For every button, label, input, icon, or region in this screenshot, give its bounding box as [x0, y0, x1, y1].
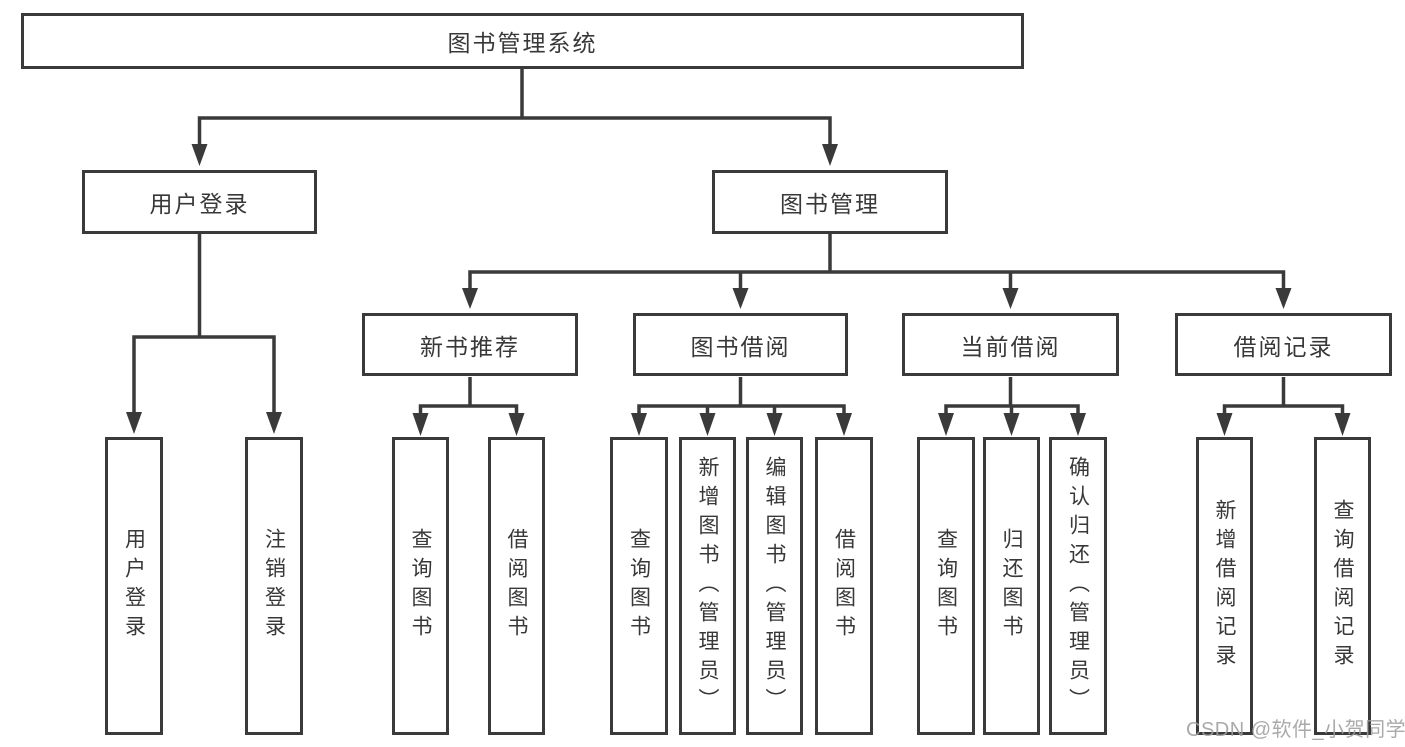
node-book-mgmt: 图书管理 [712, 170, 948, 234]
node-book-borrow-label: 图书借阅 [690, 333, 791, 360]
connector-line [418, 404, 519, 414]
connector-book-mgmt-children [462, 234, 1292, 309]
arrowhead [1003, 413, 1020, 436]
node-query-books-current: 查询图书 [917, 437, 975, 735]
arrowhead [462, 288, 478, 309]
connector-line [132, 335, 276, 414]
arrowhead [766, 413, 783, 436]
arrowhead [822, 144, 838, 166]
connector-line [197, 116, 832, 146]
node-book-borrow: 图书借阅 [633, 313, 848, 376]
arrowhead [631, 413, 647, 436]
node-root-label: 图书管理系统 [447, 30, 598, 56]
arrowhead [126, 412, 142, 434]
node-add-borrow-record-label: 新增借阅记录 [1213, 499, 1236, 673]
node-borrow-books-label: 借阅图书 [832, 528, 856, 644]
connector-new-book-children [412, 377, 525, 436]
node-new-book-rec-label: 新书推荐 [420, 333, 520, 360]
arrowhead [1070, 413, 1086, 436]
node-borrow-books-rec: 借阅图书 [488, 437, 545, 735]
node-query-books-rec-label: 查询图书 [409, 528, 432, 644]
node-query-books-borrow-label: 查询图书 [627, 528, 651, 644]
arrowhead [191, 144, 208, 166]
arrowhead [1216, 413, 1233, 436]
connector-book-borrow-children [631, 377, 852, 436]
node-user-login-label: 用户登录 [149, 191, 250, 217]
connector-root-to-level2 [191, 69, 838, 166]
node-query-borrow-record-label: 查询借阅记录 [1331, 499, 1354, 673]
node-root: 图书管理系统 [21, 13, 1024, 69]
connector-borrow-records-children [1216, 377, 1351, 436]
node-query-borrow-record: 查询借阅记录 [1314, 437, 1371, 735]
node-borrow-records: 借阅记录 [1175, 313, 1392, 376]
arrowhead [266, 412, 282, 434]
node-new-book-rec: 新书推荐 [362, 313, 578, 376]
node-current-borrow: 当前借阅 [902, 313, 1119, 376]
csdn-watermark: CSDN @软件_小贺同学 [1186, 719, 1405, 741]
node-edit-book-admin-label: 编辑图书（管理员） [763, 455, 786, 717]
arrowhead [732, 288, 749, 309]
connector-line [637, 404, 846, 414]
node-login: 用户登录 [105, 437, 163, 735]
node-return-book: 归还图书 [983, 437, 1040, 735]
arrowhead [1334, 413, 1351, 436]
node-logout-label: 注销登录 [262, 528, 286, 644]
node-confirm-return-admin: 确认归还（管理员） [1049, 437, 1107, 735]
arrowhead [508, 413, 525, 436]
node-query-books-borrow: 查询图书 [610, 437, 668, 735]
node-book-mgmt-label: 图书管理 [780, 191, 880, 217]
node-add-book-admin-label: 新增图书（管理员） [696, 455, 719, 717]
node-query-books-current-label: 查询图书 [934, 528, 958, 644]
node-return-book-label: 归还图书 [1000, 528, 1023, 644]
connector-line [468, 270, 1286, 290]
node-user-login: 用户登录 [82, 170, 317, 234]
arrowhead [938, 413, 954, 436]
node-borrow-books: 借阅图书 [815, 437, 873, 735]
arrowhead [1275, 288, 1292, 309]
arrowhead [699, 413, 716, 436]
node-borrow-records-label: 借阅记录 [1233, 333, 1334, 360]
node-add-book-admin: 新增图书（管理员） [679, 437, 736, 735]
node-login-label: 用户登录 [122, 528, 146, 644]
arrowhead [836, 413, 852, 436]
connector-current-borrow-children [938, 377, 1086, 436]
node-add-borrow-record: 新增借阅记录 [1196, 437, 1253, 735]
arrowhead [1002, 288, 1019, 309]
node-edit-book-admin: 编辑图书（管理员） [746, 437, 803, 735]
node-borrow-books-rec-label: 借阅图书 [505, 528, 528, 644]
node-logout: 注销登录 [245, 437, 303, 735]
connector-line [1222, 404, 1345, 414]
node-confirm-return-admin-label: 确认归还（管理员） [1066, 455, 1090, 717]
connector-user-login-children [126, 234, 282, 434]
node-query-books-rec: 查询图书 [392, 437, 449, 735]
node-current-borrow-label: 当前借阅 [960, 333, 1061, 360]
arrowhead [412, 413, 429, 436]
